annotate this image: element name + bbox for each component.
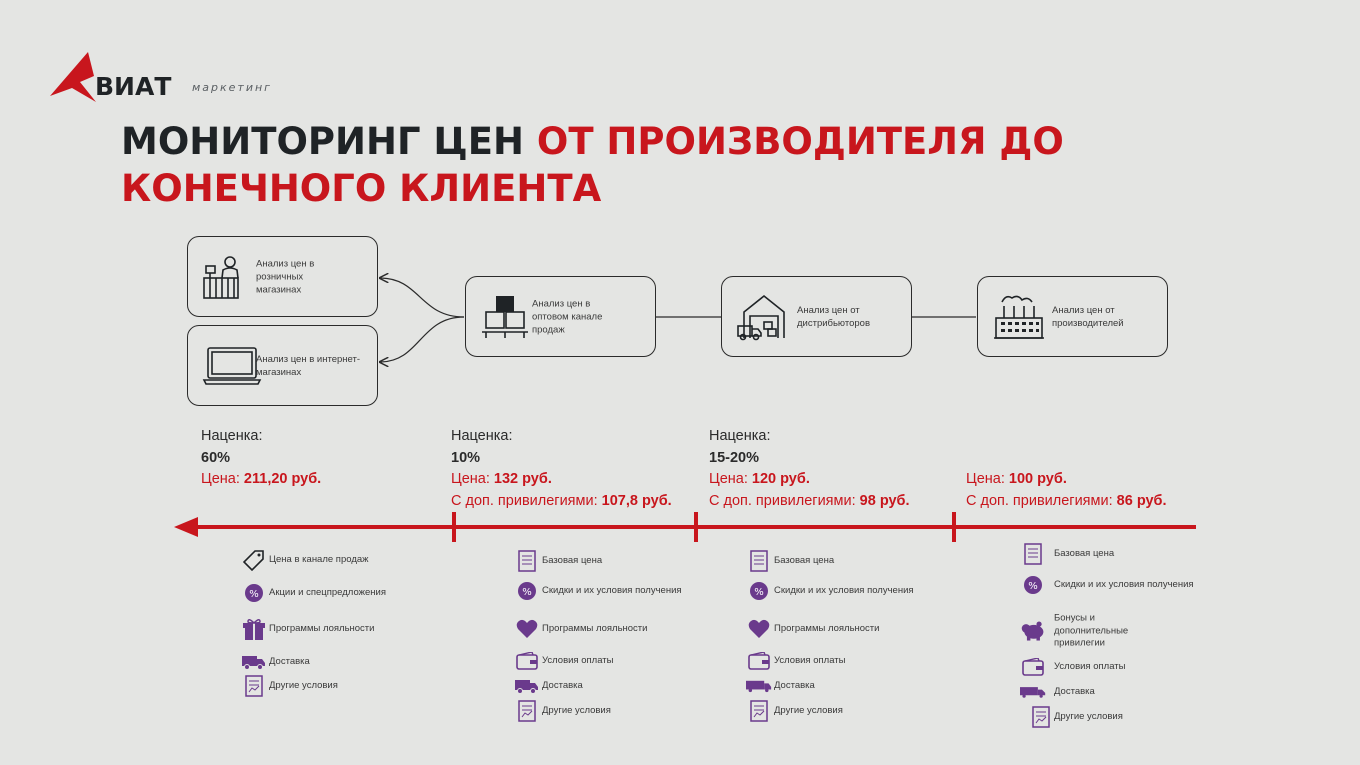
piggy-bank-icon	[1020, 618, 1046, 644]
info-wholesale: Наценка: 10% Цена: 132 руб. С доп. приви…	[451, 426, 672, 512]
percent-icon: %	[514, 578, 540, 604]
markup-value: 10%	[451, 449, 481, 466]
list-item: Условия оплаты	[1020, 655, 1220, 679]
page-title: МОНИТОРИНГ ЦЕН ОТ ПРОИЗВОДИТЕЛЯ ДО КОНЕЧ…	[121, 118, 1341, 212]
heart-icon	[746, 616, 772, 642]
cashier-icon	[203, 255, 239, 299]
privilege-price-line: С доп. привилегиями: 98 руб.	[709, 492, 910, 509]
list-item: Доставка	[514, 674, 714, 698]
list-item: % Скидки и их условия получения	[514, 578, 714, 604]
svg-text:%: %	[754, 587, 764, 598]
document-icon	[514, 548, 540, 574]
list-item: Доставка	[241, 650, 441, 674]
truck-icon	[241, 649, 267, 675]
document-icon	[746, 548, 772, 574]
list-item: Программы лояльности	[746, 616, 946, 642]
document-icon	[514, 698, 540, 724]
list-item: Условия оплаты	[746, 649, 946, 673]
logo: ВИАТ маркетинг	[50, 52, 290, 104]
markup-label: Наценка:	[451, 428, 513, 444]
percent-icon: %	[746, 578, 772, 604]
document-icon	[746, 698, 772, 724]
timeline-arrowhead	[174, 517, 198, 537]
list-item: Базовая цена	[514, 548, 714, 574]
svg-text:%: %	[249, 589, 259, 600]
list-item: Доставка	[746, 674, 946, 698]
arrow-wholesale-online	[380, 316, 465, 362]
box-producers: Анализ цен от производителей	[977, 276, 1168, 357]
info-retail: Наценка: 60% Цена: 211,20 руб.	[201, 426, 321, 491]
list-item: Доставка	[1020, 680, 1220, 704]
title-red: ОТ ПРОИЗВОДИТЕЛЯ ДО КОНЕЧНОГО КЛИЕНТА	[121, 120, 1064, 210]
laptop-icon	[202, 346, 262, 385]
list-item: Программы лояльности	[241, 616, 441, 642]
svg-text:%: %	[522, 587, 532, 598]
markup-label: Наценка:	[201, 428, 263, 444]
box-producers-label: Анализ цен от производителей	[1052, 304, 1124, 329]
gift-icon	[241, 616, 267, 642]
list-item: Условия оплаты	[514, 649, 714, 673]
arrow-wholesale-retail	[380, 278, 465, 318]
privilege-price-line: С доп. привилегиями: 107,8 руб.	[451, 492, 672, 509]
document-icon	[1028, 704, 1054, 730]
info-producers: Цена: 100 руб. С доп. привилегиями: 86 р…	[966, 469, 1167, 512]
list-item: % Акции и спецпредложения	[241, 580, 441, 606]
logo-bolt-icon	[50, 52, 96, 102]
list-item: Другие условия	[746, 699, 946, 723]
list-item: Другие условия	[514, 699, 714, 723]
svg-text:%: %	[1028, 581, 1038, 592]
percent-icon: %	[1020, 572, 1046, 598]
truck-icon	[1020, 679, 1046, 705]
list-item: Другие условия	[1020, 705, 1220, 729]
percent-icon: %	[241, 580, 267, 606]
box-online-label: Анализ цен в интернет-магазинах	[256, 353, 360, 378]
box-online: Анализ цен в интернет-магазинах	[187, 325, 378, 406]
box-retail: Анализ цен в розничных магазинах	[187, 236, 378, 317]
tag-icon	[241, 547, 267, 573]
truck-icon	[514, 673, 540, 699]
list-item: Базовая цена	[746, 548, 946, 574]
truck-icon	[746, 673, 772, 699]
heart-icon	[514, 616, 540, 642]
box-distributors-label: Анализ цен от дистрибьюторов	[797, 304, 870, 329]
price-line: Цена: 120 руб.	[709, 471, 810, 487]
title-dark: МОНИТОРИНГ ЦЕН	[121, 120, 537, 163]
logo-name: ВИАТ	[95, 72, 172, 101]
privilege-price-line: С доп. привилегиями: 86 руб.	[966, 492, 1167, 509]
list-item: Другие условия	[241, 674, 441, 698]
wallet-icon	[514, 648, 540, 674]
markup-value: 60%	[201, 449, 231, 466]
price-line: Цена: 100 руб.	[966, 471, 1067, 487]
markup-label: Наценка:	[709, 428, 771, 444]
document-icon	[241, 673, 267, 699]
list-item: % Скидки и их условия получения	[1020, 572, 1220, 598]
markup-value: 15-20%	[709, 449, 759, 466]
warehouse-truck-icon	[737, 294, 785, 340]
info-distributors: Наценка: 15-20% Цена: 120 руб. С доп. пр…	[709, 426, 910, 512]
list-item: Бонусы и дополнительные привилегии	[1020, 612, 1220, 648]
list-item: Программы лояльности	[514, 616, 714, 642]
logo-subtitle: маркетинг	[192, 81, 272, 94]
pallet-boxes-icon	[482, 295, 528, 338]
box-wholesale: Анализ цен в оптовом канале продаж	[465, 276, 656, 357]
box-wholesale-label: Анализ цен в оптовом канале продаж	[532, 298, 603, 335]
wallet-icon	[1020, 654, 1046, 680]
box-distributors: Анализ цен от дистрибьюторов	[721, 276, 912, 357]
list-item: % Скидки и их условия получения	[746, 578, 946, 604]
factory-icon	[994, 295, 1044, 339]
price-line: Цена: 132 руб.	[451, 471, 552, 487]
box-retail-label: Анализ цен в розничных магазинах	[256, 258, 315, 295]
list-item: Базовая цена	[1020, 541, 1220, 567]
price-line: Цена: 211,20 руб.	[201, 471, 322, 487]
list-item: Цена в канале продаж	[241, 548, 441, 572]
wallet-icon	[746, 648, 772, 674]
document-icon	[1020, 541, 1046, 567]
